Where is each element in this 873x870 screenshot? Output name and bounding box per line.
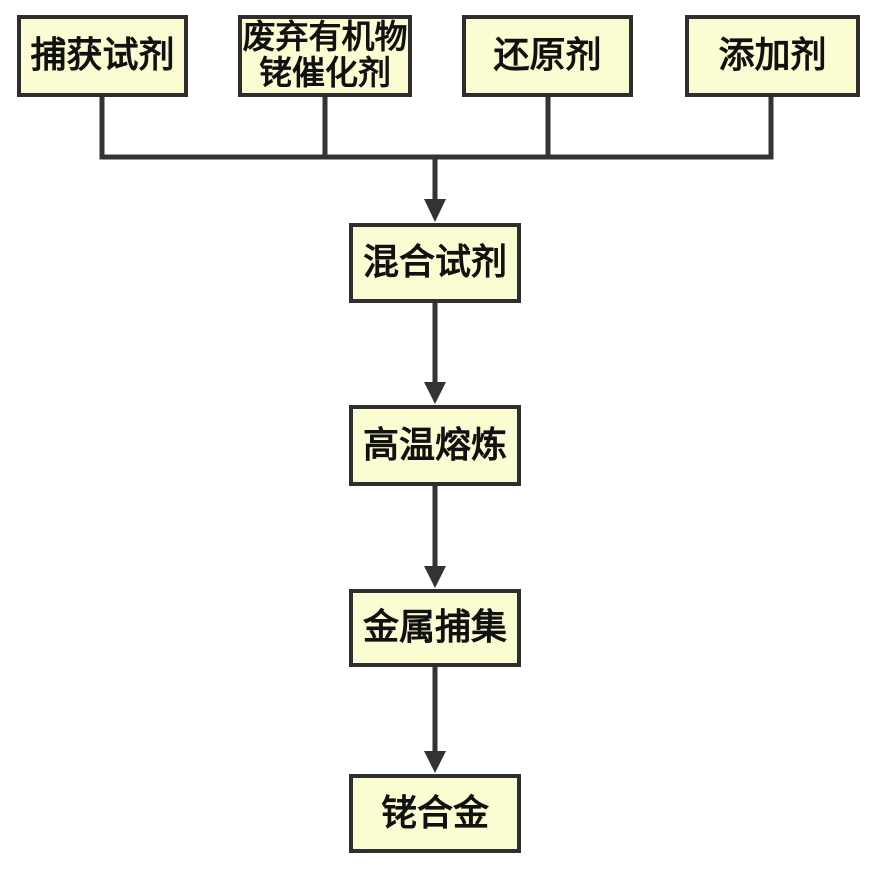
- node-additive: 添加剂: [685, 15, 860, 97]
- arrow-head-mixed-to-smelting: [424, 382, 446, 404]
- node-high-temperature-smelting-label: 高温熔炼: [362, 424, 507, 465]
- node-reducing-agent-label: 还原剂: [493, 35, 602, 76]
- node-additive-label: 添加剂: [718, 35, 827, 76]
- arrow-head-bus-to-mixed: [424, 199, 446, 222]
- node-capture-reagent-label: 捕获试剂: [30, 35, 175, 76]
- node-high-temperature-smelting: 高温熔炼: [349, 405, 521, 486]
- arrow-head-capture-to-alloy: [424, 751, 446, 773]
- node-rhodium-alloy-label: 铑合金: [380, 792, 489, 833]
- node-mixed-reagent: 混合试剂: [349, 223, 521, 303]
- node-waste-organic-rhodium-catalyst: 废弃有机物 铑催化剂: [238, 15, 412, 97]
- arrow-head-smelting-to-capture: [424, 566, 446, 588]
- node-reducing-agent: 还原剂: [462, 15, 633, 97]
- node-waste-organic-rhodium-catalyst-label: 废弃有机物 铑催化剂: [242, 19, 408, 92]
- node-metal-capture-label: 金属捕集: [362, 607, 507, 648]
- node-mixed-reagent-label: 混合试剂: [362, 242, 507, 283]
- node-capture-reagent: 捕获试剂: [17, 15, 188, 97]
- node-rhodium-alloy: 铑合金: [349, 774, 521, 853]
- node-metal-capture: 金属捕集: [349, 589, 521, 667]
